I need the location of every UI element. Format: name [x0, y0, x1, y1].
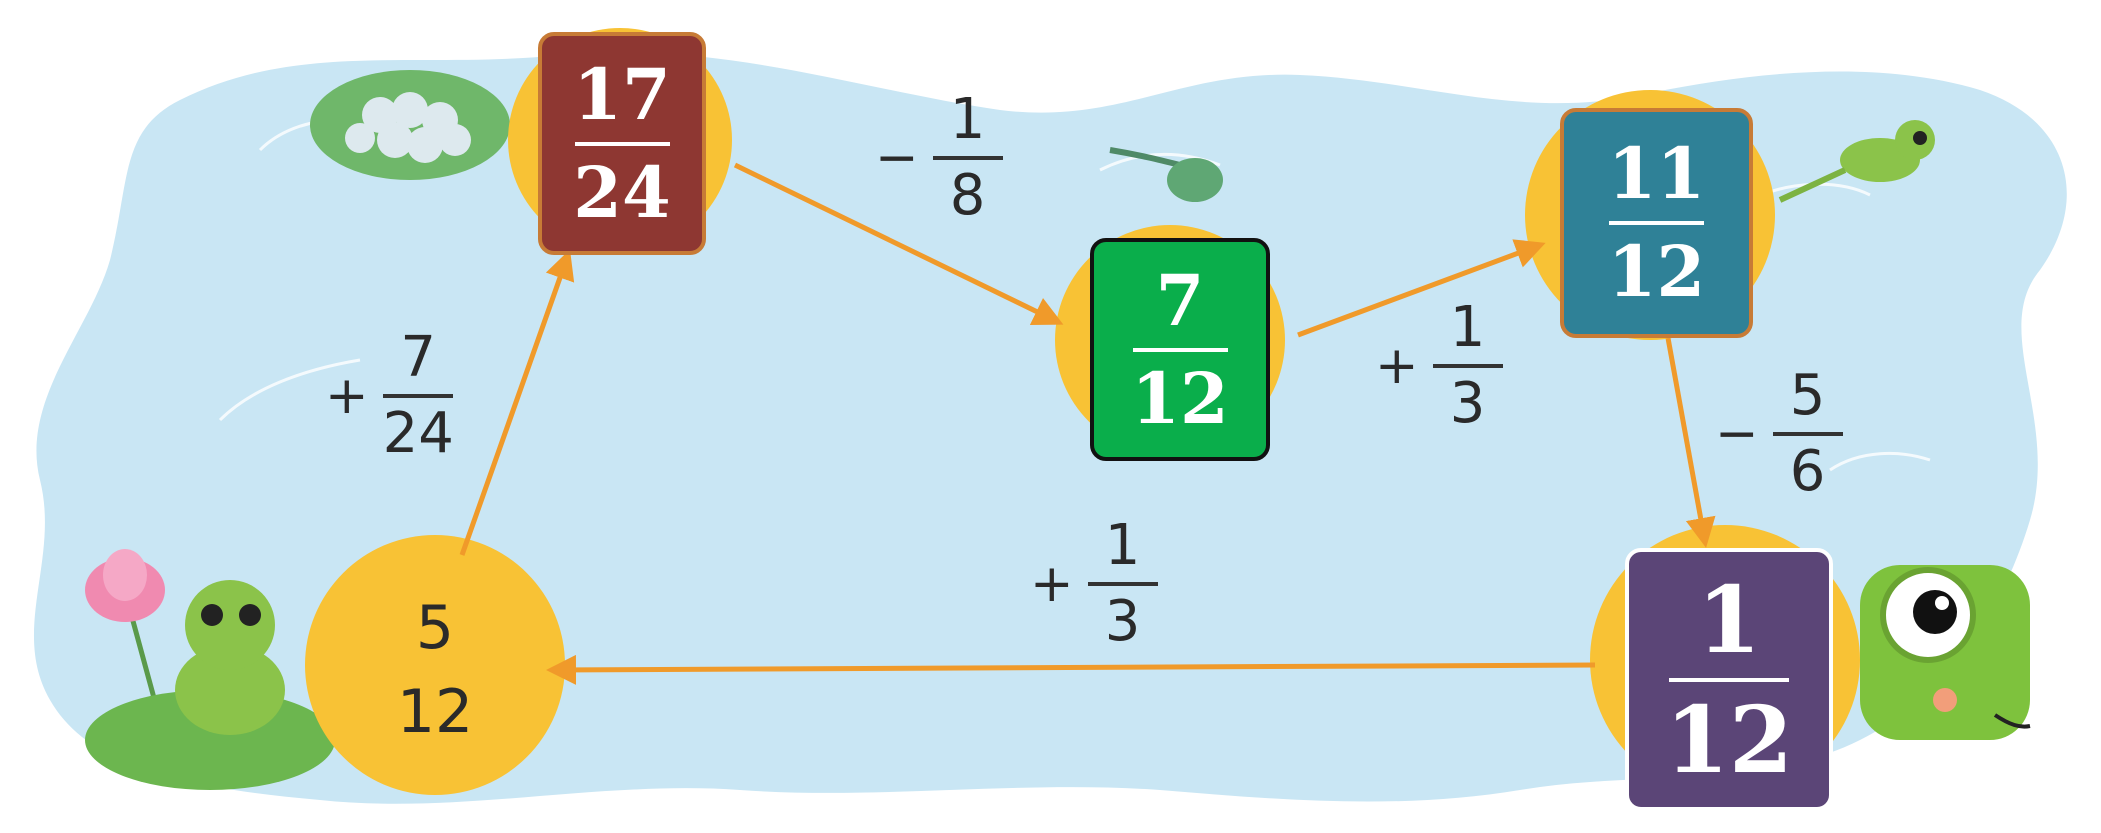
froglet-icon [1778, 120, 1935, 203]
node3-fraction-bar [1609, 221, 1704, 225]
edge-num: 1 [1104, 513, 1141, 578]
arrow-n3-to-n4 [1665, 337, 1716, 548]
edge-bar [1432, 364, 1503, 368]
start-circle [305, 535, 565, 795]
edge-bar [383, 394, 454, 398]
edge-op: + [1030, 554, 1074, 614]
start-denominator: 12 [396, 677, 474, 747]
edge-num: 1 [949, 87, 986, 152]
edge-den: 6 [1789, 439, 1826, 504]
node1-fraction-bar [574, 141, 670, 146]
edge-op: − [875, 128, 919, 188]
edge-fraction: 1 3 [1087, 513, 1158, 654]
edge-op: + [325, 366, 369, 426]
arrow-start-to-n1 [459, 249, 575, 556]
edge-fraction: 7 24 [383, 330, 454, 462]
edge-bar [1772, 432, 1843, 436]
arrow-n4-to-start [546, 654, 1596, 685]
edge-fraction: 5 6 [1772, 363, 1843, 504]
edge-den: 8 [949, 163, 986, 228]
edge-bar [1087, 582, 1158, 586]
edge-den: 3 [1449, 371, 1486, 436]
node2-denominator: 12 [1131, 356, 1229, 440]
arrows [459, 162, 1716, 685]
edge-den: 3 [1104, 589, 1141, 654]
frog-on-lily-pad-icon [85, 580, 335, 790]
edge-label-n3-n4: − 5 6 [1715, 368, 1843, 500]
node3-denominator: 12 [1607, 230, 1706, 313]
edge-label-n2-n3: + 1 3 [1375, 300, 1503, 432]
fraction-box-1-12: 1 12 [1625, 548, 1833, 811]
edge-fraction: 1 3 [1432, 295, 1503, 436]
edge-bar [932, 156, 1003, 160]
node4-fraction-bar [1669, 677, 1789, 682]
start-numerator: 5 [415, 593, 455, 663]
edge-label-start-n1: + 7 24 [325, 330, 454, 462]
edge-num: 5 [1789, 363, 1826, 428]
node4-denominator: 12 [1664, 685, 1794, 794]
frog-face-icon [1860, 565, 2031, 740]
node2-fraction-bar [1132, 347, 1228, 352]
edge-label-n4-start: + 1 3 [1030, 518, 1158, 650]
node2-numerator: 7 [1155, 258, 1205, 342]
edge-fraction: 1 8 [932, 87, 1003, 228]
arrow-n1-to-n2 [733, 162, 1064, 325]
fraction-box-17-24: 17 24 [538, 32, 706, 255]
edge-num: 1 [1449, 295, 1486, 360]
node3-numerator: 11 [1607, 132, 1706, 215]
edge-op: − [1715, 404, 1759, 464]
edge-label-n1-n2: − 1 8 [875, 92, 1003, 224]
node1-numerator: 17 [573, 52, 671, 136]
edge-op: + [1375, 336, 1419, 396]
edge-num: 7 [400, 325, 437, 390]
fraction-box-7-12: 7 12 [1090, 238, 1270, 461]
tadpole-icon [1109, 147, 1223, 202]
fraction-box-11-12: 11 12 [1560, 108, 1753, 338]
start-node: 5 12 [375, 593, 495, 747]
node4-numerator: 1 [1696, 565, 1761, 674]
frog-egg-cluster-icon [310, 70, 510, 180]
arrow-n2-to-n3 [1297, 239, 1546, 338]
node1-denominator: 24 [573, 150, 671, 234]
edge-den: 24 [382, 401, 454, 466]
